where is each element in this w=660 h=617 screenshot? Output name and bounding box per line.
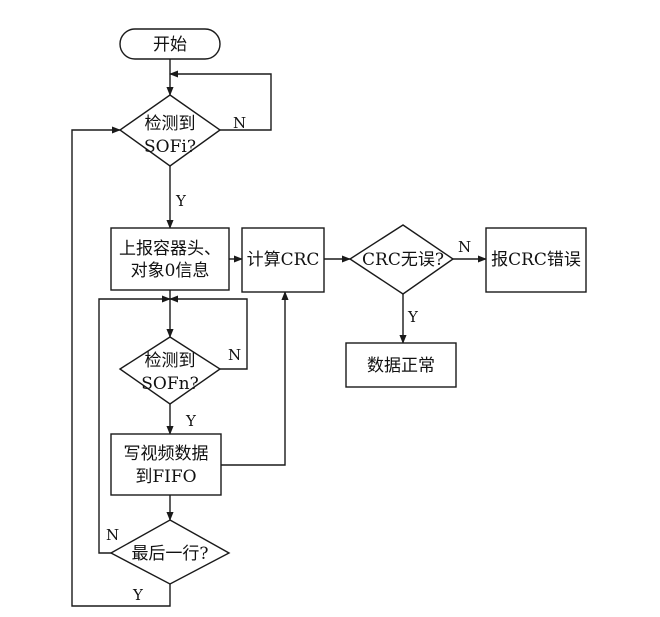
last-row-decision: 最后一行? xyxy=(109,519,231,585)
report-header-line-2: 对象0信息 xyxy=(131,261,210,281)
detect-sofn-line-2: SOFn? xyxy=(141,374,198,394)
label-sofn-yes: Y xyxy=(185,412,197,430)
report-header-box: 上报容器头、 对象0信息 xyxy=(110,227,230,291)
edge-sofn-no-loop xyxy=(169,295,248,370)
edge-last-no-loop xyxy=(98,295,171,554)
label-sofi-no: N xyxy=(233,114,246,132)
compute-crc-label: 计算CRC xyxy=(247,250,320,270)
edge-labels: N Y N Y N Y N Y xyxy=(106,114,471,604)
report-header-line-1: 上报容器头、 xyxy=(119,239,221,259)
detect-sofi-decision: 检测到 SOFi? xyxy=(118,94,222,167)
label-sofi-yes: Y xyxy=(175,192,187,210)
label-last-yes: Y xyxy=(132,586,144,604)
label-last-no: N xyxy=(106,526,119,544)
detect-sofn-decision: 检测到 SOFn? xyxy=(118,336,222,405)
edge-sofi-no-loop xyxy=(169,70,272,131)
connectors xyxy=(71,59,487,607)
last-row-label: 最后一行? xyxy=(131,544,208,564)
data-normal-label: 数据正常 xyxy=(367,356,435,376)
data-normal-box: 数据正常 xyxy=(345,342,457,388)
report-crc-error-label: 报CRC错误 xyxy=(491,250,581,270)
crc-check-label: CRC无误? xyxy=(362,250,444,270)
edge-last-yes-loop xyxy=(71,126,171,607)
start-label: 开始 xyxy=(153,35,187,55)
detect-sofi-line-2: SOFi? xyxy=(144,137,196,157)
detect-sofn-line-1: 检测到 xyxy=(145,351,196,371)
write-video-line-1: 写视频数据 xyxy=(124,444,209,464)
start-node: 开始 xyxy=(119,28,221,60)
label-sofn-no: N xyxy=(228,346,241,364)
detect-sofi-line-1: 检测到 xyxy=(145,114,196,134)
label-crc-no: N xyxy=(458,238,471,256)
crc-check-decision: CRC无误? xyxy=(348,224,455,295)
edge-write-to-crc xyxy=(221,291,289,466)
report-crc-error-box: 报CRC错误 xyxy=(485,227,587,293)
label-crc-yes: Y xyxy=(407,308,419,326)
write-video-line-2: 到FIFO xyxy=(135,467,196,487)
write-video-box: 写视频数据 到FIFO xyxy=(110,433,222,496)
compute-crc-box: 计算CRC xyxy=(241,227,325,293)
